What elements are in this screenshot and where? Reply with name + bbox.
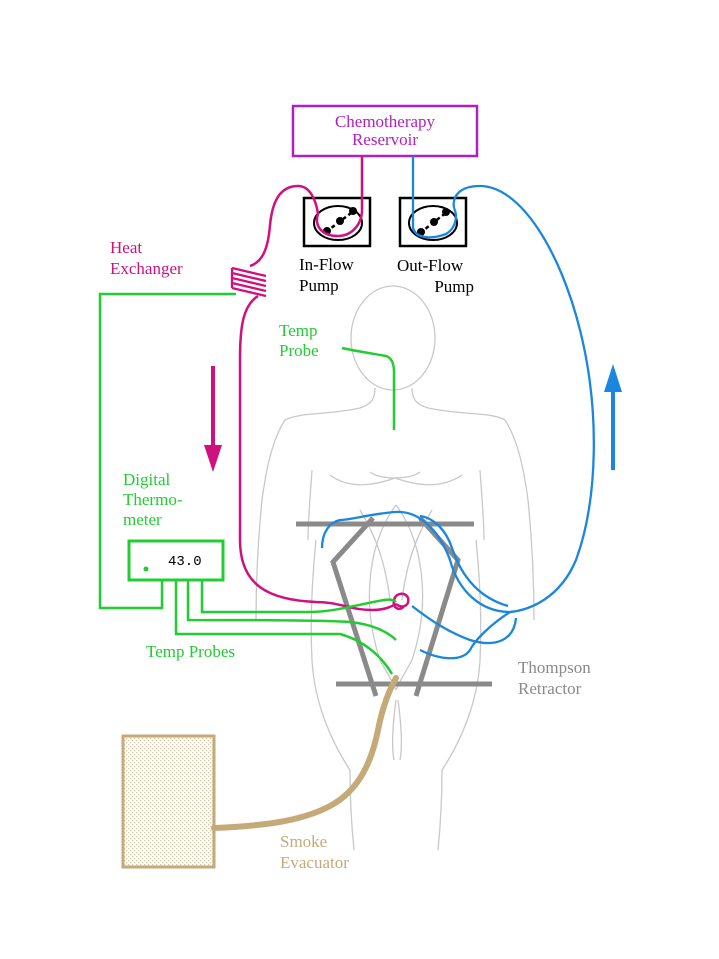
digital-thermometer-label-line1: Digital	[123, 470, 170, 489]
temp-probes-label: Temp Probes	[146, 642, 235, 661]
inflow-pump	[302, 196, 372, 248]
thompson-retractor-label-line2: Retractor	[518, 679, 582, 698]
inflow-pump-label-line2: Pump	[299, 276, 339, 295]
thompson-retractor	[296, 516, 492, 697]
temp-probe-label-line1: Temp	[279, 321, 317, 340]
smoke-evacuator-label-line1: Smoke	[280, 832, 327, 851]
temperature-wiring	[98, 292, 397, 675]
reservoir-label-line2: Reservoir	[352, 130, 418, 149]
heat-exchanger-label-line1: Heat	[110, 238, 142, 257]
outflow-direction-arrow	[604, 364, 622, 470]
smoke-evacuator	[121, 675, 399, 869]
outflow-tubing	[320, 156, 595, 660]
digital-thermometer-label-line2: Thermo-	[123, 490, 183, 509]
heat-exchanger-label-line2: Exchanger	[110, 259, 183, 278]
inflow-pump-label-line1: In-Flow	[299, 255, 355, 274]
heat-exchanger-coil	[230, 266, 267, 298]
digital-thermometer	[127, 539, 225, 582]
outflow-pump-label-line1: Out-Flow	[397, 256, 464, 275]
reservoir-label-line1: Chemotherapy	[335, 112, 436, 131]
outflow-pump-label-line2: Pump	[434, 277, 474, 296]
inflow-tubing	[238, 156, 410, 612]
smoke-evacuator-label-line2: Evacuator	[280, 853, 349, 872]
inflow-direction-arrow	[204, 366, 222, 472]
thompson-retractor-label-line1: Thompson	[518, 658, 591, 677]
thermometer-reading: 43.0	[168, 554, 202, 570]
chemotherapy-reservoir	[291, 104, 479, 158]
digital-thermometer-label-line3: meter	[123, 510, 162, 529]
temp-probe-label-line2: Probe	[279, 341, 319, 360]
